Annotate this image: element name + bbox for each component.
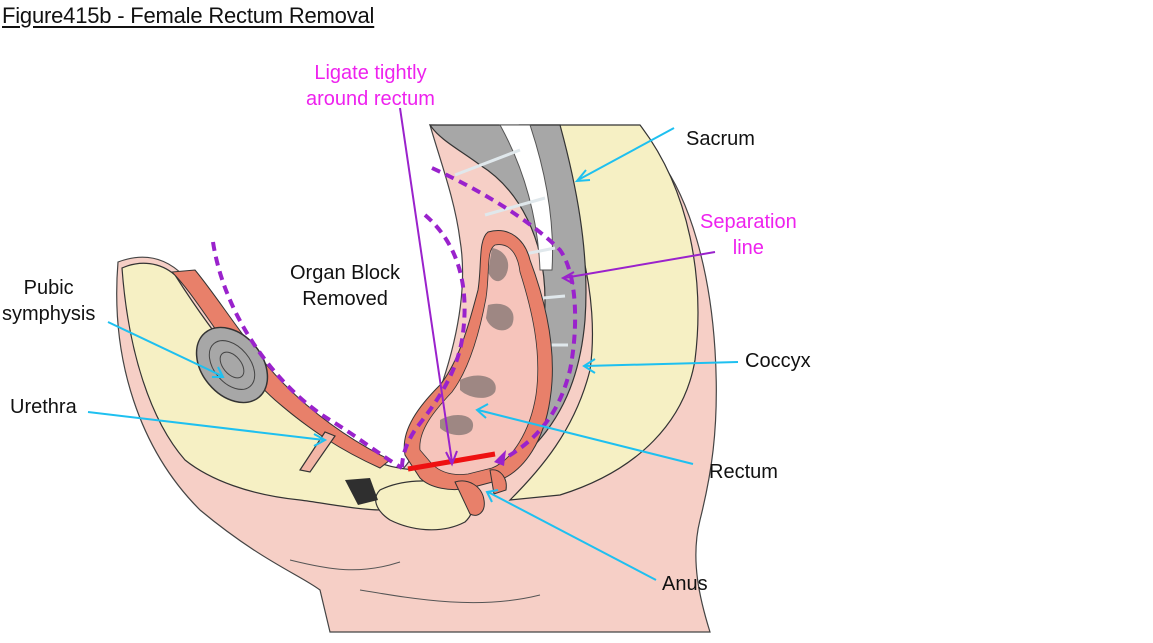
separation-arrowhead [494, 450, 506, 466]
label-coccyx: Coccyx [745, 350, 811, 372]
anal-canal [454, 480, 485, 516]
urethra-callout-line [87, 411, 325, 441]
ligate-callout-line [399, 107, 453, 463]
label-ligate-line1: Ligate tightly [314, 62, 427, 84]
urethra [299, 431, 336, 473]
label-pubic-symphysis: Pubic symphysis [2, 275, 95, 327]
rectum-callout-line [477, 409, 694, 465]
anus-callout-line [487, 491, 657, 581]
label-separation-line1: Separation [700, 211, 797, 233]
label-separation-line: Separation line [700, 209, 797, 261]
label-pubic-line1: Pubic [23, 277, 74, 299]
organ-block-boundary-posterior [400, 213, 467, 469]
organ-block-boundary-anterior [211, 241, 404, 470]
label-sacrum: Sacrum [686, 128, 755, 150]
perineal-dark-tissue [345, 478, 378, 505]
label-organ-block-line2: Removed [302, 288, 388, 310]
pubic-callout-line [107, 321, 223, 377]
separation-dashed-line [431, 166, 578, 464]
label-ligate: Ligate tightly around rectum [306, 60, 435, 112]
label-anus: Anus [662, 573, 708, 595]
label-separation-line2: line [732, 237, 764, 259]
separation-callout-line [563, 251, 716, 279]
label-organ-block: Organ Block Removed [290, 260, 400, 312]
label-pubic-line2: symphysis [2, 303, 96, 325]
figure-title: Figure415b - Female Rectum Removal [2, 3, 375, 28]
label-organ-block-line1: Organ Block [290, 262, 401, 284]
sacral-fat-region [508, 124, 699, 501]
coccyx-callout-line [584, 361, 739, 367]
label-ligate-line2: around rectum [306, 88, 435, 110]
label-urethra: Urethra [10, 396, 77, 418]
sacrum-callout-line [577, 127, 675, 181]
label-rectum: Rectum [709, 461, 778, 483]
